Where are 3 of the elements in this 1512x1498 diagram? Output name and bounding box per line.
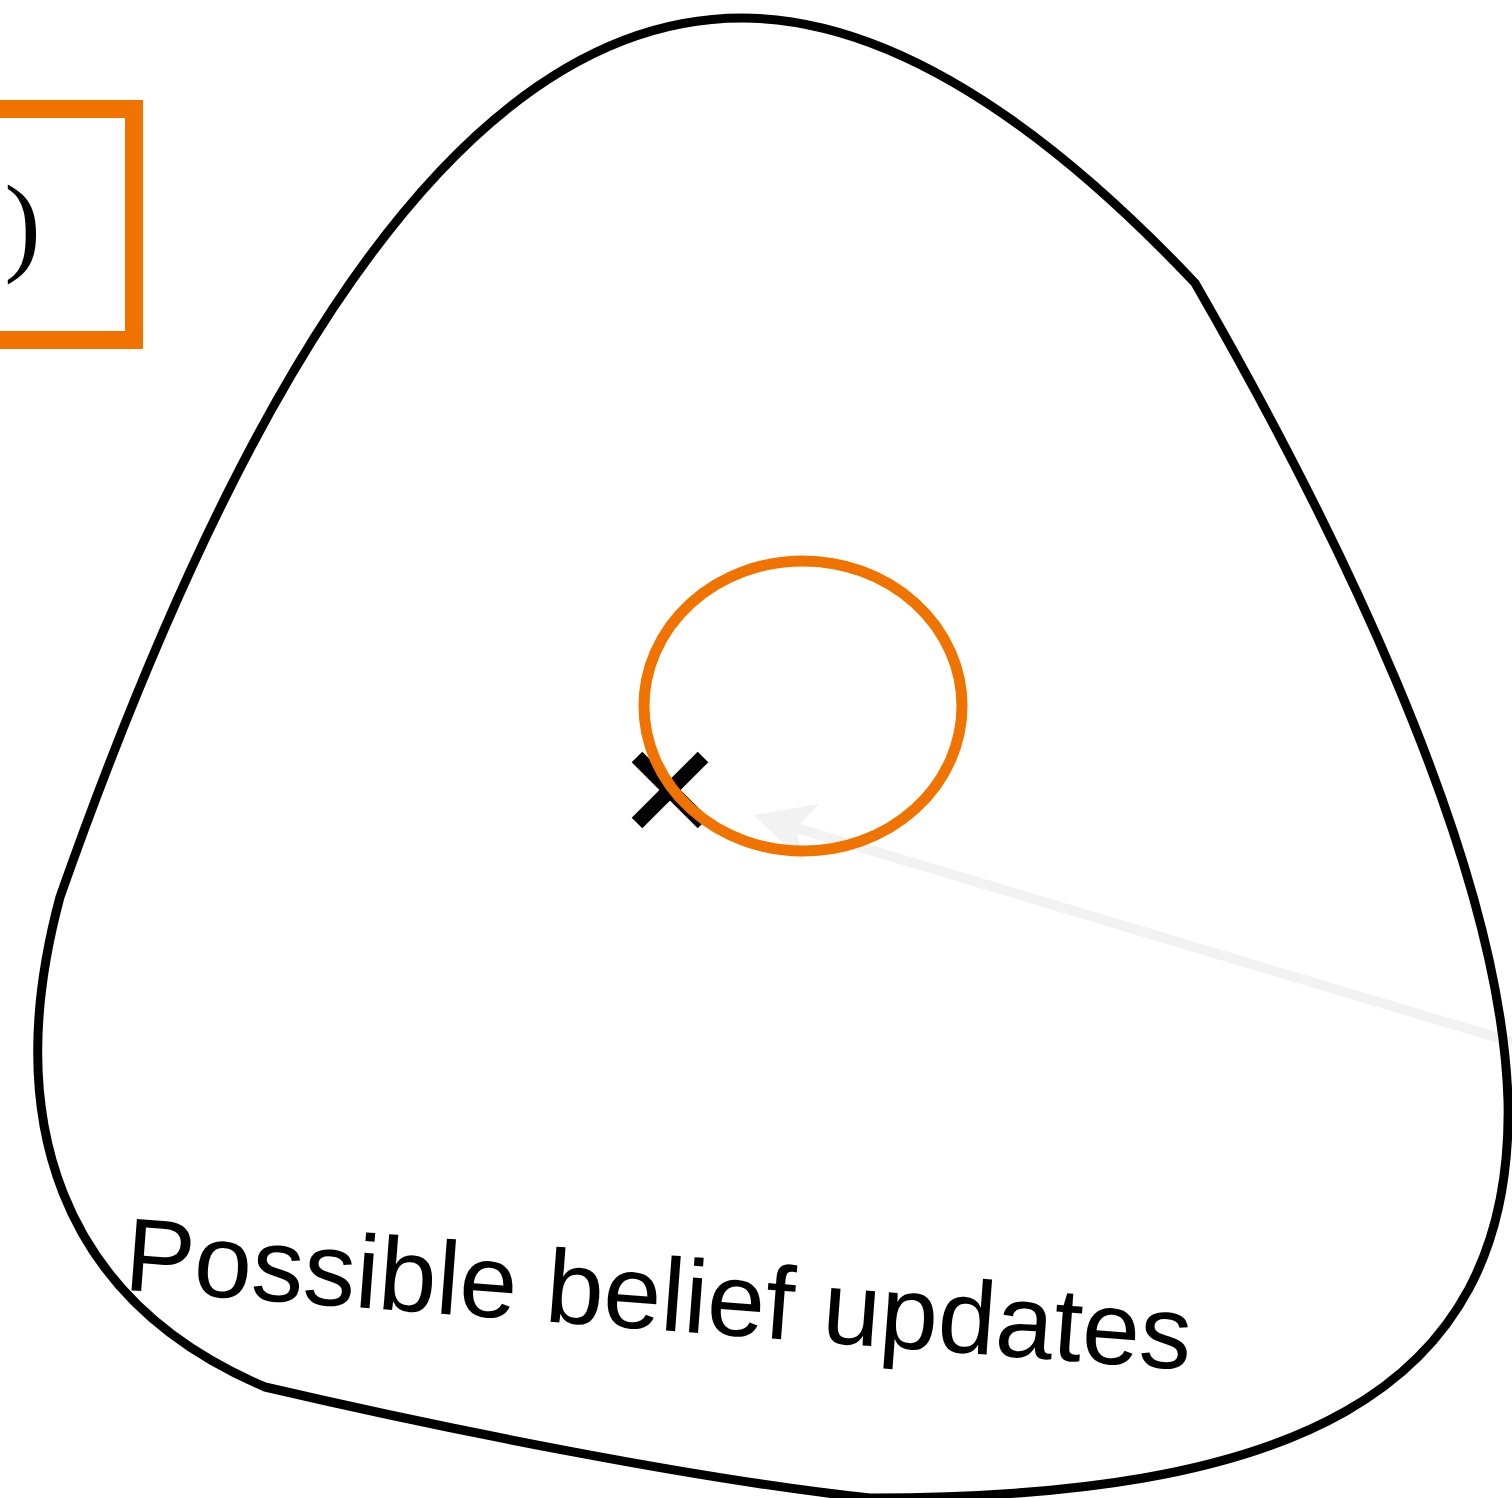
arrow: [753, 803, 1512, 1047]
region-title: Possible belief updates: [121, 1195, 1197, 1394]
label-box: ): [0, 100, 143, 349]
